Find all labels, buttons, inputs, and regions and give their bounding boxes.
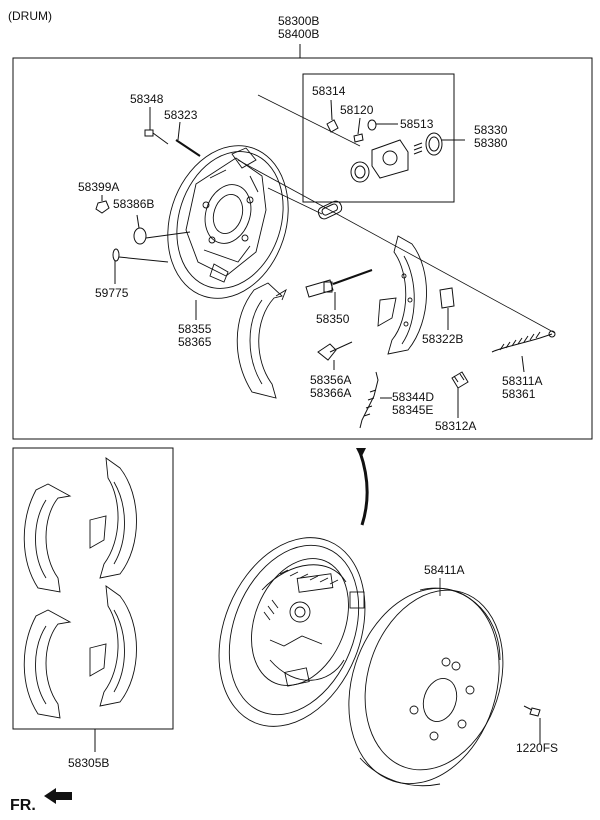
part-label-line: 58344D	[392, 390, 435, 404]
part-label: 58314	[312, 84, 346, 98]
assembly-label-line: 58400B	[278, 27, 320, 41]
part-label: 58513	[400, 117, 434, 131]
spring-58344D	[359, 371, 392, 429]
part-label: 58411A	[424, 563, 465, 577]
part-label: 1220FS	[516, 741, 559, 755]
assembly-label: 58300B 58400B	[278, 15, 319, 41]
part-label: 58330 58380	[474, 124, 507, 150]
part-label-line: 58330	[474, 123, 508, 137]
part-label: 58355 58365	[178, 323, 211, 349]
part-label-line: 58366A	[310, 386, 352, 400]
part-label-line: 58356A	[310, 373, 352, 387]
part-label-line: 58380	[474, 136, 508, 150]
brake-drum	[348, 578, 504, 787]
part-label: 58323	[164, 108, 198, 122]
washer-58386B	[133, 214, 191, 245]
part-label-line: 58355	[178, 322, 212, 336]
assembly-arrow	[358, 451, 369, 526]
part-label-line: 58311A	[502, 374, 543, 388]
part-label: 58350	[316, 312, 350, 326]
nut-58399A	[95, 195, 110, 214]
bolt-58323	[175, 121, 201, 157]
clip-58322B	[439, 287, 455, 330]
wheel-cylinder-frame	[302, 73, 455, 203]
shoe-kit-frame	[12, 447, 174, 730]
part-label: 58305B	[68, 756, 110, 770]
diagram-title: (DRUM)	[8, 9, 52, 23]
assembly-frame	[12, 57, 593, 440]
spring-58311A	[491, 330, 556, 373]
part-label: 58311A 58361	[502, 375, 542, 401]
pin-59775	[112, 248, 169, 284]
screw-1220FS	[523, 705, 541, 744]
front-marker: FR.	[10, 797, 36, 814]
adjuster-58350	[305, 269, 373, 310]
assembled-backing-plate	[218, 537, 366, 727]
part-label: 58312A	[435, 419, 477, 433]
part-label: 58322B	[422, 332, 464, 346]
part-label: 59775	[95, 286, 129, 300]
link-ring	[317, 200, 343, 220]
wheel-cylinder	[326, 99, 465, 183]
part-label: 58399A	[78, 180, 120, 194]
bolt-58348	[144, 107, 169, 145]
brake-shoe-left	[236, 282, 287, 399]
part-label-line: 58361	[502, 387, 536, 401]
assembly-guide-lines	[237, 94, 556, 334]
assembly-label-line: 58300B	[278, 14, 320, 28]
part-label-line: 58345E	[392, 403, 434, 417]
part-label: 58120	[340, 103, 374, 117]
part-label: 58356A 58366A	[310, 374, 351, 400]
part-label-line: 58365	[178, 335, 212, 349]
part-label: 58348	[130, 92, 164, 106]
hold-spring-58312A	[451, 371, 469, 418]
lever-58356A	[317, 341, 353, 370]
part-label: 58344D 58345E	[392, 391, 434, 417]
front-arrow-icon	[44, 788, 72, 804]
part-label: 58386B	[113, 197, 155, 211]
brake-shoe-right	[377, 235, 427, 355]
shoe-kit	[23, 457, 137, 719]
backing-plate	[167, 145, 289, 299]
